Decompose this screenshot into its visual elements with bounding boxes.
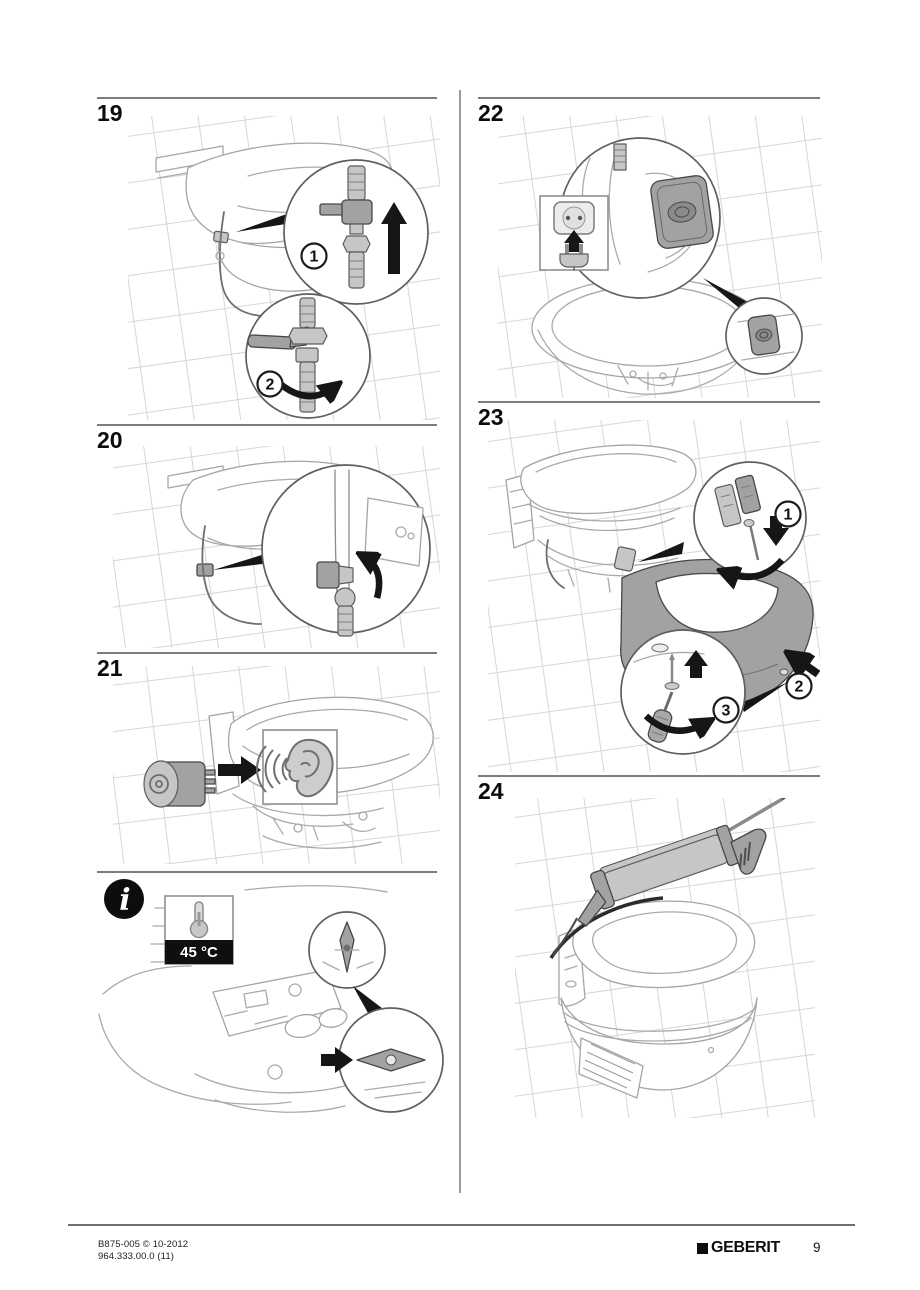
callout-2: 2 [785, 672, 813, 700]
screw [743, 519, 755, 527]
arrow-down [763, 516, 789, 546]
svg-text:1: 1 [310, 249, 319, 266]
temperature-label: 45 °C [180, 944, 218, 961]
arrow-press [321, 1047, 353, 1073]
control-board [212, 969, 342, 1037]
braided-hose [347, 165, 366, 201]
arrow-turn-3 [643, 713, 708, 731]
fixing-clips [714, 474, 761, 528]
screw-hole [779, 668, 789, 676]
supply-hose [218, 211, 263, 317]
supply-hose [201, 525, 262, 625]
step-23-number: 23 [478, 404, 504, 430]
svg-text:3: 3 [722, 703, 731, 720]
arrow-turn [275, 379, 336, 396]
temperature-label-bg [165, 940, 233, 964]
elbow-fitting [341, 199, 373, 225]
union-nut [342, 235, 371, 253]
page-number: 9 [813, 1240, 821, 1255]
callout-3: 3 [712, 696, 740, 724]
info-glyph: i [119, 883, 130, 918]
footer-article-number: 964.333.00.0 (11) [98, 1251, 174, 1262]
step-24-number: 24 [478, 778, 504, 804]
info-rule [97, 871, 437, 873]
step-21-illustration [113, 666, 440, 864]
hose-clip [196, 563, 214, 577]
socket-outlet-icon [553, 201, 595, 235]
power-plug-icon [559, 244, 589, 271]
footer-rule [68, 1224, 855, 1226]
footer-doc-code: B875-005 © 10-2012 [98, 1239, 189, 1250]
geberit-logo: GEBERIT [697, 1239, 780, 1257]
vent-grille [578, 1037, 644, 1099]
mounting-clip [613, 546, 637, 572]
step-24-rule [478, 775, 820, 777]
svg-text:1: 1 [784, 507, 793, 524]
callout-1: 1 [300, 242, 328, 270]
magnifier-circle-3 [620, 629, 746, 755]
svg-text:2: 2 [266, 377, 275, 394]
step-20-number: 20 [97, 427, 123, 453]
step-21-rule [97, 652, 437, 654]
cover-plate [650, 175, 714, 249]
step-23-illustration: 1 2 3 [488, 420, 820, 772]
arrow-fit-cover [792, 656, 820, 674]
retaining-clip [316, 561, 340, 589]
step-24-illustration [515, 798, 815, 1118]
step-19-number: 19 [97, 100, 123, 126]
arrow-turn-1 [724, 557, 785, 577]
sealant-gun [577, 798, 791, 927]
nozzle-tip [552, 917, 578, 957]
bracket-plate [364, 497, 424, 567]
step-20-rule [97, 424, 437, 426]
cover-plate-small [747, 314, 781, 356]
arrow-up [381, 202, 407, 274]
ear-listen-icon [256, 738, 334, 798]
step-21-number: 21 [97, 655, 123, 681]
step-22-illustration [498, 116, 822, 398]
thermometer-icon [189, 901, 209, 939]
step-20-illustration [113, 446, 440, 648]
pointer-wedge [236, 210, 298, 232]
arrow-turn [363, 556, 383, 599]
info-illustration: i 45 °C [98, 879, 444, 1113]
sound-waves [256, 745, 288, 793]
toilet-mechanism [232, 793, 384, 849]
step-22-number: 22 [478, 100, 504, 126]
column-divider [459, 90, 461, 1193]
arrow-up [684, 650, 708, 678]
info-icon [104, 879, 144, 919]
svg-text:2: 2 [795, 679, 804, 696]
screw-washer [664, 682, 680, 690]
callout-2: 2 [256, 370, 284, 398]
step-19-rule [97, 97, 437, 99]
toilet-lid [520, 444, 697, 515]
geberit-logo-text: GEBERIT [711, 1239, 781, 1256]
callout-1: 1 [774, 500, 802, 528]
toilet-seat [527, 503, 681, 532]
geberit-logo-square [697, 1242, 708, 1254]
threaded-rod [613, 143, 627, 171]
step-23-rule [478, 401, 820, 403]
step-19-illustration: 1 2 [128, 116, 440, 420]
pointer-wedge [638, 542, 684, 562]
step-22-rule [478, 97, 820, 99]
arrow-insert [218, 756, 261, 784]
